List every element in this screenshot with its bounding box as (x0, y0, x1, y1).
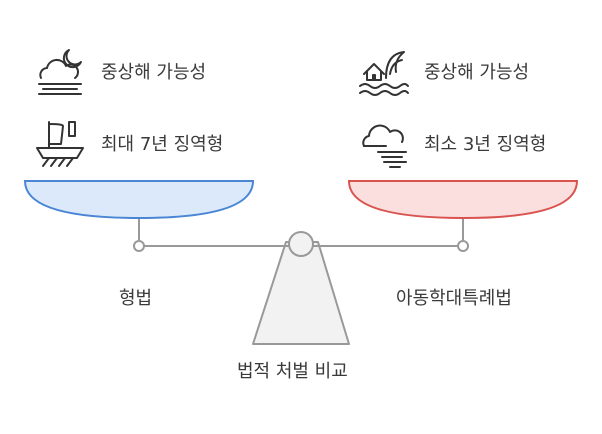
right-pan (347, 180, 579, 220)
right-joint (457, 240, 469, 252)
left-joint (133, 240, 145, 252)
tsunami-house-icon (356, 44, 412, 104)
left-pan-label: 형법 (119, 288, 153, 309)
right-item1-text: 중상해 가능성 (424, 62, 530, 83)
right-pan-label: 아동학대특례법 (396, 288, 512, 309)
left-item2-text: 최대 7년 징역형 (101, 134, 224, 155)
pivot-circle (288, 231, 314, 257)
diagram-title: 법적 처벌 비교 (237, 361, 348, 382)
sailing-ship-icon (33, 118, 89, 174)
night-cloud-fog-icon (33, 44, 89, 104)
left-item1-text: 중상해 가능성 (101, 62, 207, 83)
right-item2-text: 최소 3년 징역형 (424, 134, 547, 155)
fulcrum (252, 241, 350, 345)
left-pan (23, 180, 255, 220)
windy-cloud-icon (356, 116, 412, 176)
